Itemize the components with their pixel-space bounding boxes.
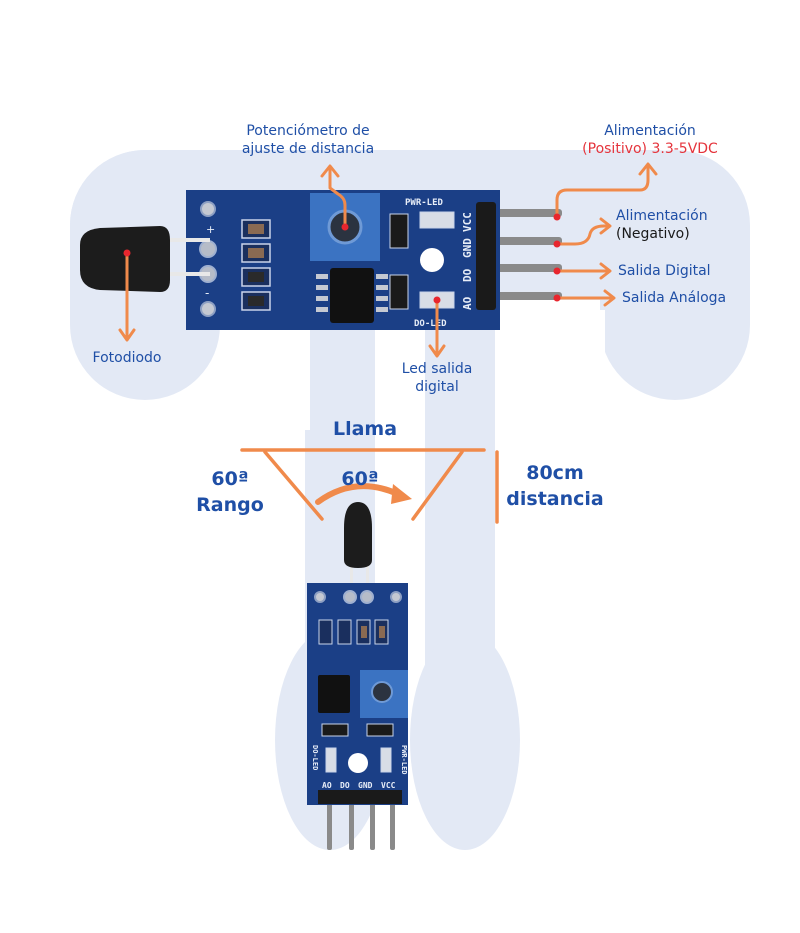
bottom-pin-vcc: VCC — [381, 781, 396, 790]
label-digital-led-line2: digital — [415, 379, 459, 395]
pin-label-gnd: GND — [461, 238, 474, 258]
label-power-positive-line1: Alimentación — [604, 123, 696, 139]
header-pins-bottom — [327, 795, 395, 850]
bottom-do-led-silkscreen: DO-LED — [311, 745, 319, 770]
cone-left-edge — [263, 450, 324, 521]
plus-mark: + — [206, 223, 215, 236]
pin-label-ao: AO — [461, 296, 474, 310]
label-range: 60ª Rango — [190, 466, 270, 518]
label-range-text: Rango — [196, 494, 264, 516]
do-led-silkscreen: DO-LED — [414, 319, 447, 329]
mounting-hole — [200, 301, 216, 317]
label-power-positive: Alimentación (Positivo) 3.3-5VDC — [560, 122, 740, 158]
label-cone-angle: 60ª — [341, 468, 379, 490]
watermark-right-lobe — [600, 150, 750, 400]
pin-label-vcc: VCC — [461, 212, 474, 232]
bottom-pin-do: DO — [340, 781, 350, 790]
label-potentiometer-line2: ajuste de distancia — [241, 141, 375, 157]
label-distance-text: distancia — [506, 488, 604, 510]
bottom-pin-ao: AO — [322, 781, 332, 790]
smd-components-left — [241, 219, 271, 311]
angle-arrow — [315, 483, 401, 505]
mounting-hole-large — [420, 248, 444, 272]
bottom-pwr-led-silkscreen: PWR-LED — [400, 745, 408, 775]
pin-header-housing — [476, 202, 496, 310]
minus-mark: - — [205, 286, 209, 300]
label-power-negative: Alimentación (Negativo) — [616, 207, 708, 243]
arrow-potentiometer — [328, 166, 347, 229]
cone-right-edge — [411, 450, 464, 521]
label-distance-value: 80cm — [526, 462, 584, 484]
label-analog-out: Salida Análoga — [622, 290, 727, 306]
pwr-led-silkscreen: PWR-LED — [405, 198, 444, 208]
label-power-positive-line2: (Positivo) 3.3-5VDC — [582, 141, 718, 157]
label-photodiode: Fotodiodo — [92, 350, 162, 366]
watermark-bulb-2 — [410, 630, 520, 850]
photodiode — [80, 226, 210, 292]
label-potentiometer: Potenciómetro de ajuste de distancia — [218, 122, 398, 158]
label-flame: Llama — [332, 418, 398, 440]
flame-sensor-bulb — [344, 502, 372, 568]
pwr-led — [419, 211, 455, 229]
header-pins-top — [480, 209, 562, 300]
comparator-ic — [330, 268, 374, 323]
pin-label-do: DO — [461, 268, 474, 282]
label-potentiometer-line1: Potenciómetro de — [246, 123, 370, 139]
label-range-angle: 60ª — [211, 468, 249, 490]
mounting-hole — [200, 201, 216, 217]
label-distance: 80cm distancia — [500, 460, 610, 512]
label-power-negative-line2: (Negativo) — [616, 226, 690, 242]
bottom-pin-gnd: GND — [358, 781, 373, 790]
label-power-negative-line1: Alimentación — [616, 208, 708, 224]
label-digital-out: Salida Digital — [618, 263, 711, 279]
label-digital-led: Led salida digital — [387, 360, 487, 396]
label-digital-led-line1: Led salida — [401, 361, 473, 377]
